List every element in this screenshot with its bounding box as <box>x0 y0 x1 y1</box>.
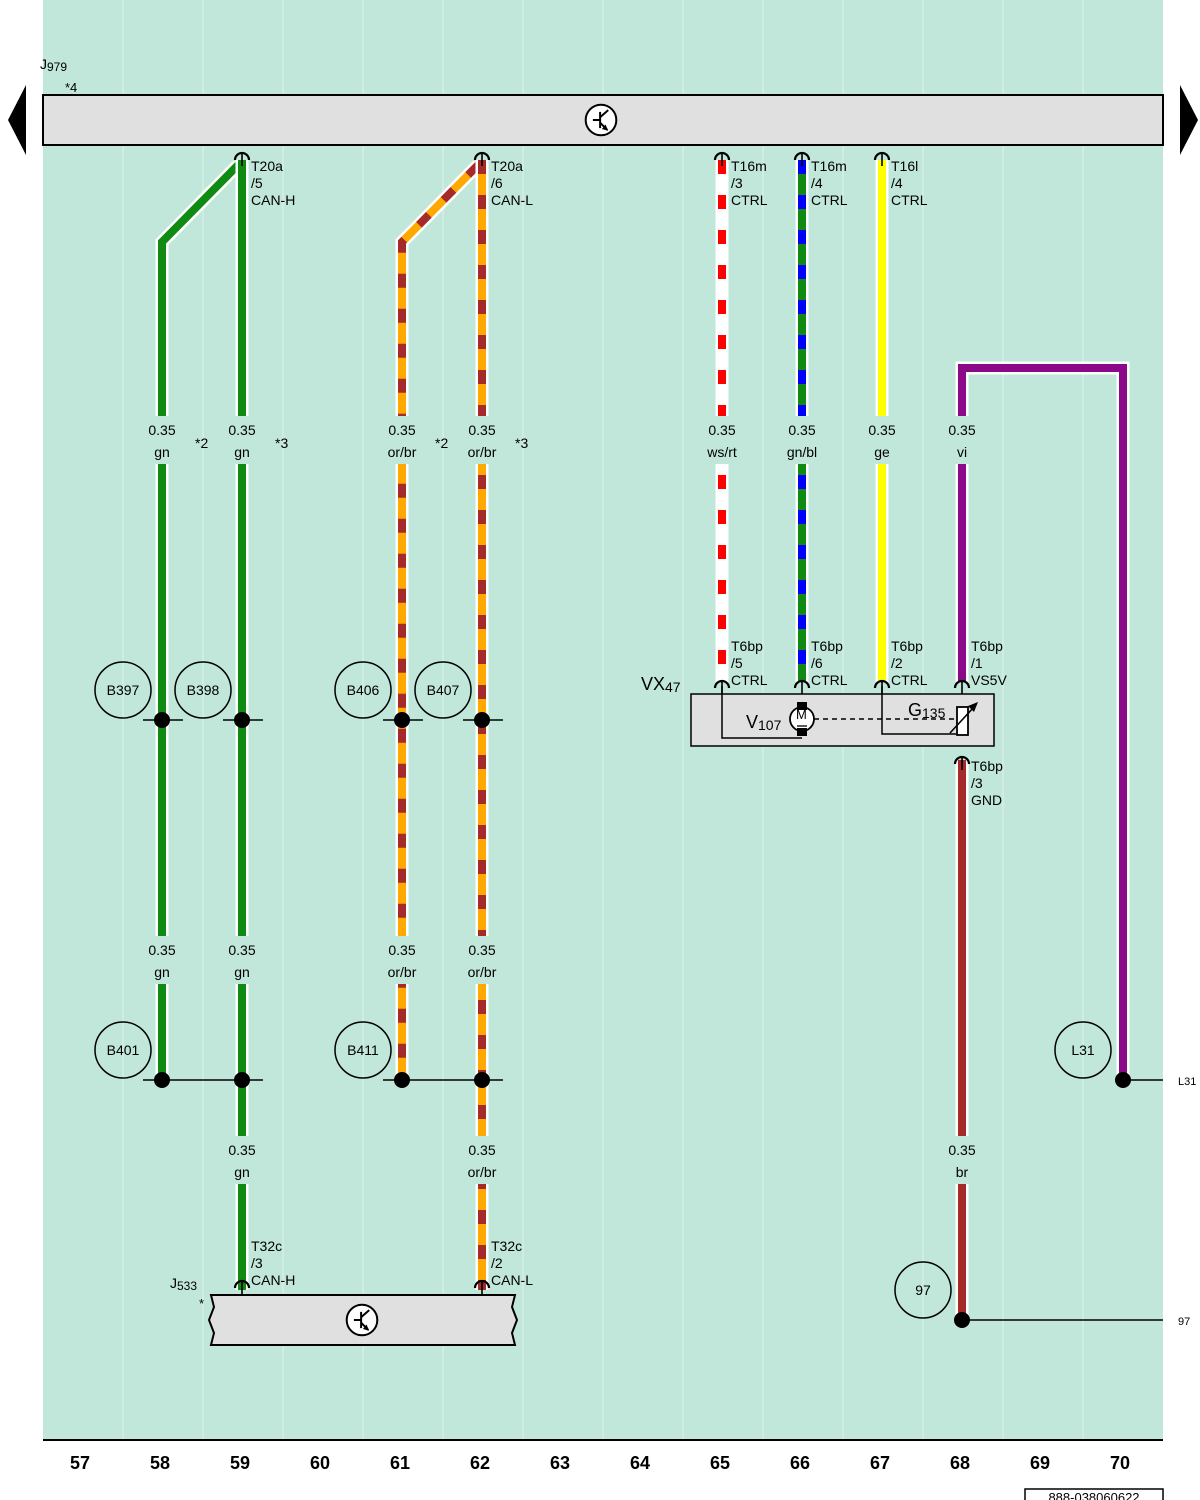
j533-label: J533 <box>170 1275 197 1293</box>
splice-label-circles <box>94 661 1112 1319</box>
splice-label-b398: B398 <box>187 682 220 698</box>
previous-page-arrow-icon[interactable] <box>8 85 26 155</box>
svg-text:63: 63 <box>550 1453 570 1473</box>
j979-label: J979 <box>40 56 67 74</box>
svg-text:60: 60 <box>310 1453 330 1473</box>
splice-label-l31: L31 <box>1071 1042 1095 1058</box>
svg-text:57: 57 <box>70 1453 90 1473</box>
control-unit-symbol-icon <box>584 103 618 137</box>
footnote-58: *2 <box>195 435 208 451</box>
footnote-62: *3 <box>515 435 528 451</box>
grid-numbers: 57 58 59 60 61 62 63 64 65 66 67 68 69 7… <box>70 1453 1130 1473</box>
doc-id-box <box>1024 1488 1164 1500</box>
svg-text:64: 64 <box>630 1453 650 1473</box>
svg-text:58: 58 <box>150 1453 170 1473</box>
svg-text:62: 62 <box>470 1453 490 1473</box>
svg-text:66: 66 <box>790 1453 810 1473</box>
splice-dots <box>154 712 1131 1328</box>
splice-label-b401: B401 <box>107 1042 140 1058</box>
vx47-label: VX47 <box>641 674 681 695</box>
doc-id: 888-038060622 <box>1048 1490 1139 1500</box>
wire-vs5v-68 <box>955 361 1130 1080</box>
edge-ref-97: 97 <box>1178 1316 1190 1328</box>
svg-text:61: 61 <box>390 1453 410 1473</box>
g135-label: G135 <box>908 700 946 721</box>
svg-text:M: M <box>796 707 807 722</box>
splice-label-b397: B397 <box>107 682 140 698</box>
j979-footnote: *4 <box>65 80 77 95</box>
svg-text:65: 65 <box>710 1453 730 1473</box>
splice-label-b407: B407 <box>427 682 460 698</box>
svg-text:59: 59 <box>230 1453 250 1473</box>
svg-text:68: 68 <box>950 1453 970 1473</box>
svg-text:67: 67 <box>870 1453 890 1473</box>
wire-can-l-61 <box>395 160 483 1080</box>
footnote-59: *3 <box>275 435 288 451</box>
wires-layer <box>155 160 1130 1320</box>
j533-footnote: * <box>199 1296 204 1311</box>
splice-label-b406: B406 <box>347 682 380 698</box>
next-page-arrow-icon[interactable] <box>1180 85 1198 155</box>
footnote-61: *2 <box>435 435 448 451</box>
splice-label-b411: B411 <box>347 1042 379 1058</box>
wire-can-h-58 <box>155 160 243 1080</box>
ground-label-97: 97 <box>915 1282 931 1298</box>
v107-label: V107 <box>746 712 782 733</box>
potentiometer-icon <box>881 686 978 736</box>
svg-text:70: 70 <box>1110 1453 1130 1473</box>
control-unit-symbol-icon <box>345 1303 379 1337</box>
svg-text:69: 69 <box>1030 1453 1050 1473</box>
motor-icon: M <box>721 686 956 739</box>
edge-ref-l31: L31 <box>1178 1076 1196 1088</box>
